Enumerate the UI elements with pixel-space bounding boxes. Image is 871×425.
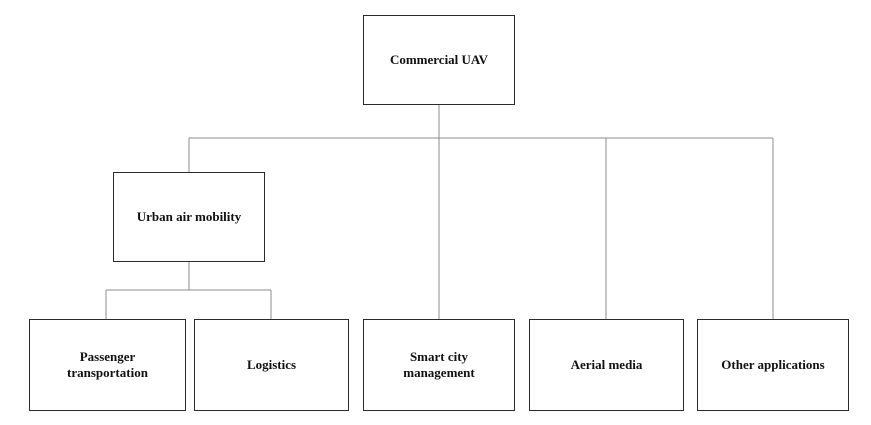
- node-smart-city-management: Smart city management: [363, 319, 515, 411]
- node-commercial-uav: Commercial UAV: [363, 15, 515, 105]
- node-aerial-media: Aerial media: [529, 319, 684, 411]
- node-urban-air-mobility: Urban air mobility: [113, 172, 265, 262]
- node-passenger-transportation: Passenger transportation: [29, 319, 186, 411]
- node-other-applications-label: Other applications: [721, 357, 825, 372]
- node-smart-city-management-label: Smart city management: [403, 349, 475, 380]
- node-commercial-uav-label: Commercial UAV: [389, 52, 489, 67]
- node-aerial-media-label: Aerial media: [570, 357, 643, 372]
- node-logistics-label: Logistics: [246, 357, 297, 372]
- node-passenger-transportation-label: Passenger transportation: [67, 349, 148, 380]
- node-other-applications: Other applications: [697, 319, 849, 411]
- node-logistics: Logistics: [194, 319, 349, 411]
- node-urban-air-mobility-label: Urban air mobility: [136, 209, 242, 224]
